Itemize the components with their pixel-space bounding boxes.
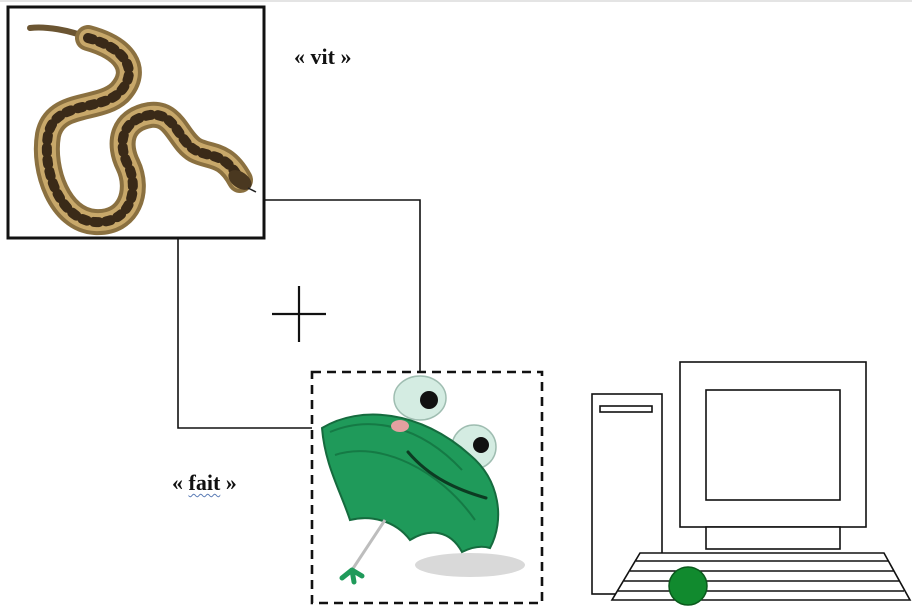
computer-icon [591,361,912,601]
word-vit-text: vit [310,44,335,69]
connector-right [264,199,421,372]
fixation-cross-icon [272,286,326,342]
connector-lines [177,199,421,429]
snake-icon [27,24,257,235]
close-quote: » [340,44,352,69]
green-dot-icon [668,566,708,606]
word-fait: « fait » [172,470,237,496]
close-quote: » [225,470,237,495]
connector-left [177,238,312,429]
drive-slot [599,405,653,413]
keyboard [610,552,912,601]
monitor-stand [705,526,841,550]
word-fait-text: fait [188,470,221,495]
umbrella-picture [310,370,544,605]
monitor-screen [705,389,841,501]
snake-picture [6,5,266,240]
frog-umbrella-icon [320,375,525,585]
open-quote: « [294,44,305,69]
open-quote: « [172,470,183,495]
word-vit: « vit » [294,44,351,70]
